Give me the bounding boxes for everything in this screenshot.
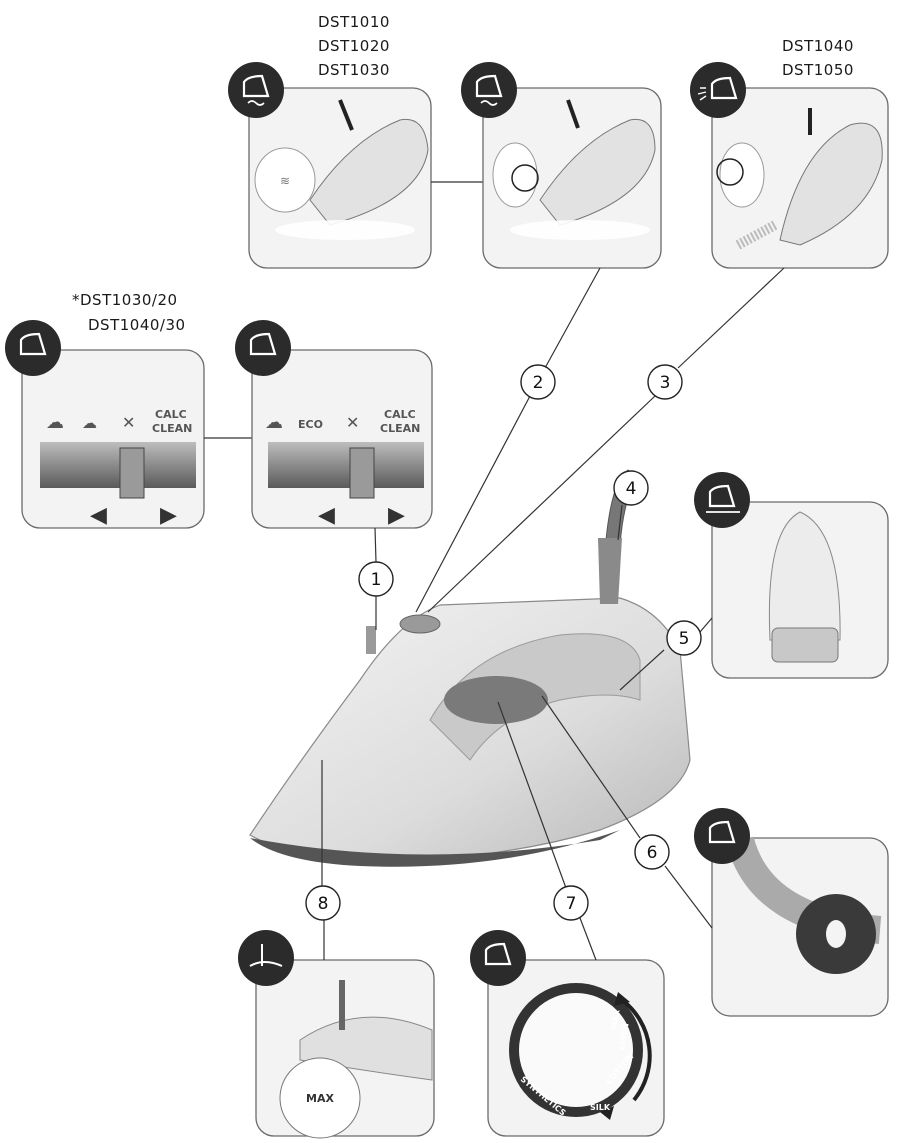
- arrow-left-icon: ◀: [318, 503, 335, 528]
- panel-steam-burst-a: ≋: [228, 62, 431, 268]
- model-label: *DST1030/20: [72, 291, 178, 309]
- panel-spray: [690, 62, 888, 268]
- dial-label-silk: SILK: [590, 1103, 611, 1112]
- calc-label: CALC: [155, 408, 187, 421]
- iron-steam-icon: [235, 320, 291, 376]
- callout-4: 4: [614, 471, 648, 505]
- steam-small-icon: ☁: [82, 414, 97, 432]
- panel-soleplate: [694, 472, 888, 678]
- model-label-group-top-right: DST1040 DST1050: [782, 37, 854, 79]
- arrow-right-icon: ▶: [388, 503, 405, 528]
- panel-slider-b: ☁ ECO ✕ CALC CLEAN ◀ ▶: [235, 320, 432, 528]
- iron-steam-icon: [461, 62, 517, 118]
- svg-text:6: 6: [647, 843, 658, 863]
- iron-temperature-icon: [470, 930, 526, 986]
- calc-label: CALC: [384, 408, 416, 421]
- iron-steam-icon: [5, 320, 61, 376]
- callout-7: 7: [554, 886, 588, 920]
- svg-text:2: 2: [533, 373, 544, 393]
- clean-label: CLEAN: [152, 422, 192, 435]
- clean-label: CLEAN: [380, 422, 420, 435]
- callout-5: 5: [667, 621, 701, 655]
- panel-water-fill: MAX: [238, 930, 434, 1138]
- svg-text:4: 4: [626, 479, 637, 499]
- arrow-right-icon: ▶: [160, 503, 177, 528]
- model-label: DST1040: [782, 37, 854, 55]
- iron-fill-icon: [238, 930, 294, 986]
- callout-3: 3: [648, 365, 682, 399]
- iron-temperature-icon: [694, 808, 750, 864]
- model-label: DST1010: [318, 13, 390, 31]
- no-steam-icon: ✕: [122, 413, 135, 432]
- svg-text:≋: ≋: [280, 174, 290, 188]
- arrow-left-icon: ◀: [90, 503, 107, 528]
- callout-8: 8: [306, 886, 340, 920]
- steam-cloud-icon: ☁: [46, 412, 64, 433]
- iron-spray-icon: [690, 62, 746, 118]
- svg-text:5: 5: [679, 629, 690, 649]
- model-label-group-top-left: DST1010 DST1020 DST1030: [318, 13, 390, 79]
- model-label-group-left: *DST1030/20 DST1040/30: [72, 291, 186, 334]
- tank-max-label: MAX: [306, 1092, 334, 1105]
- eco-label: ECO: [298, 418, 323, 431]
- svg-text:1: 1: [371, 570, 382, 590]
- panel-steam-burst-b: [461, 62, 661, 268]
- svg-text:3: 3: [660, 373, 671, 393]
- panel-cord-detail: [694, 808, 888, 1016]
- steam-iron-body: [250, 470, 690, 867]
- model-label: DST1020: [318, 37, 390, 55]
- iron-steam-icon: [228, 62, 284, 118]
- svg-text:8: 8: [318, 894, 329, 914]
- model-label: DST1030: [318, 61, 390, 79]
- callout-6: 6: [635, 835, 669, 869]
- callout-1: 1: [359, 562, 393, 596]
- no-steam-icon: ✕: [346, 413, 359, 432]
- panel-slider-a: ☁ ☁ ✕ CALC CLEAN ◀ ▶: [5, 320, 204, 528]
- model-label: DST1050: [782, 61, 854, 79]
- model-label: DST1040/30: [88, 316, 186, 334]
- panel-temperature-dial: SYNTHETICS SILK COTTON LINEN MAX: [470, 930, 664, 1136]
- svg-text:7: 7: [566, 894, 577, 914]
- callout-2: 2: [521, 365, 555, 399]
- iron-soleplate-icon: [694, 472, 750, 528]
- steam-cloud-icon: ☁: [265, 412, 283, 433]
